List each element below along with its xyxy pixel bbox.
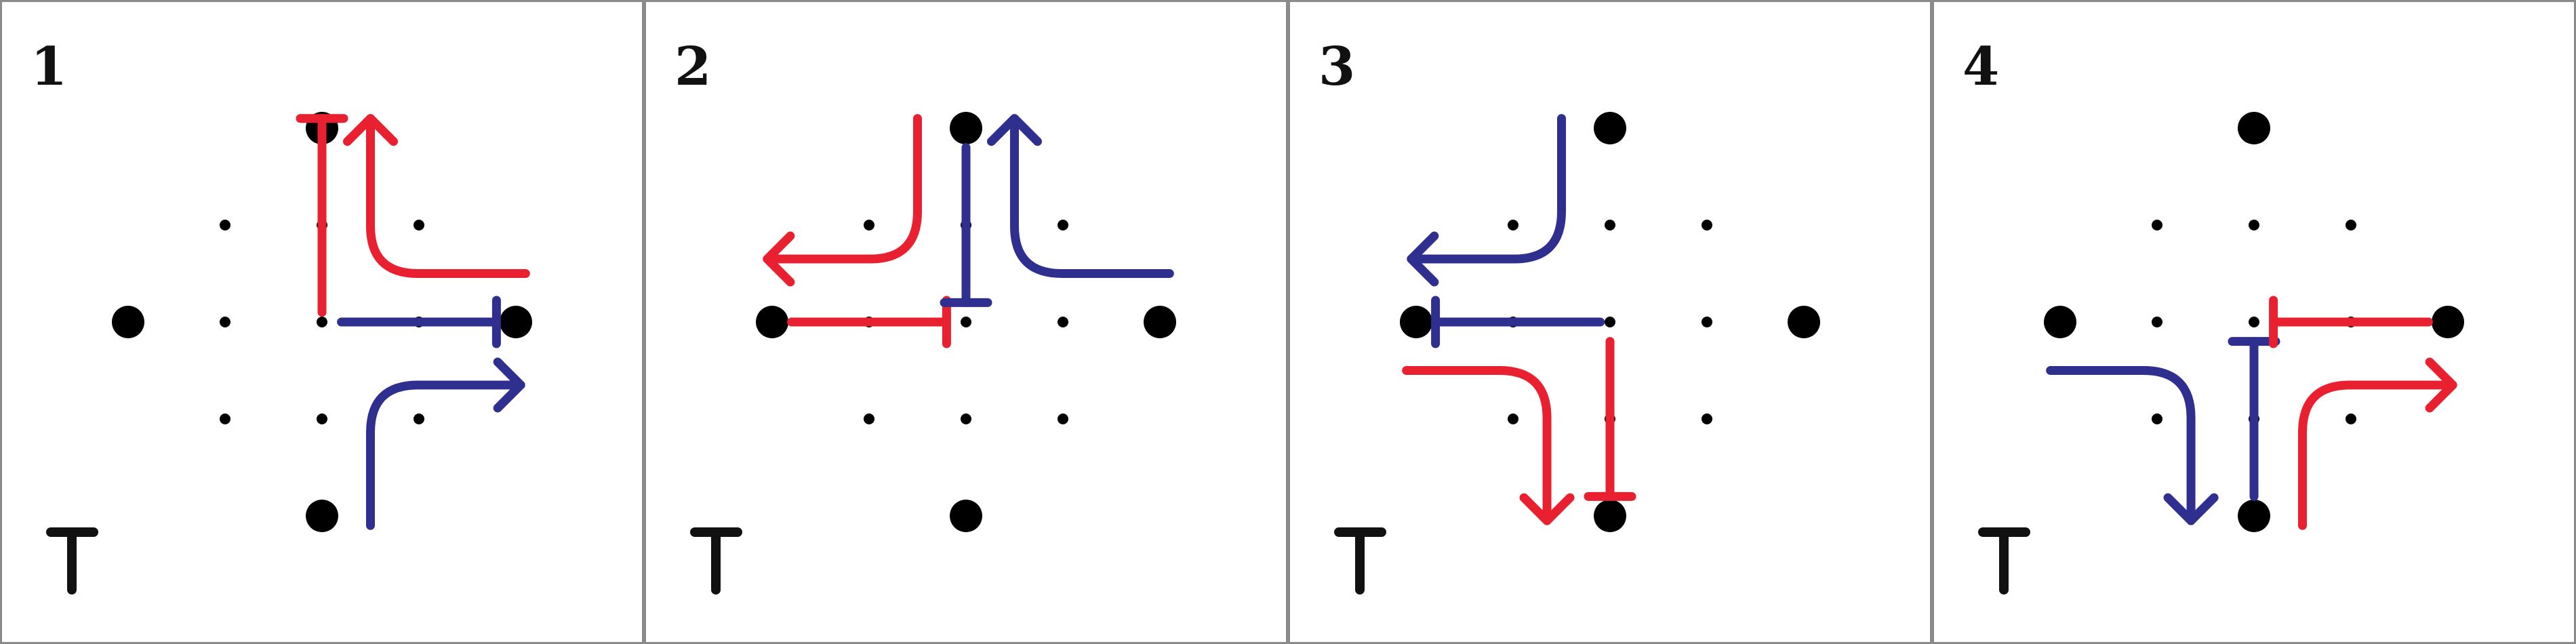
arrowhead-icon — [2425, 357, 2457, 413]
grid-dot — [2152, 220, 2162, 230]
blue-arrow-path — [2046, 366, 2219, 525]
blue-arrow-path — [987, 114, 1174, 278]
red-block-path — [1584, 337, 1636, 501]
t-symbol-icon — [1978, 527, 2030, 595]
grid-dot — [1058, 317, 1068, 327]
panel-1: 1 — [0, 0, 644, 644]
panel-2: 2 — [644, 0, 1288, 644]
red-arrow-path — [2298, 357, 2457, 530]
terminal-dot-right — [2432, 306, 2464, 338]
terminal-dot-left — [2044, 306, 2076, 338]
panel-number: 4 — [1963, 36, 1999, 98]
grid-dot — [1058, 220, 1068, 230]
arrowhead-icon — [763, 231, 795, 287]
terminal-dot-right — [500, 306, 532, 338]
grid-dot — [220, 220, 230, 230]
red-block-path — [787, 296, 951, 348]
arrowhead-icon — [343, 114, 398, 146]
panel-3: 3 — [1288, 0, 1932, 644]
blue-block-path — [1431, 296, 1605, 348]
red-arrow-path — [343, 114, 530, 278]
grid-dot — [1058, 414, 1068, 424]
t-symbol-icon — [1334, 527, 1386, 595]
blue-arrow-path — [366, 357, 525, 530]
arrowhead-icon — [987, 114, 1042, 146]
grid-dot — [1702, 414, 1712, 424]
grid-dot — [1702, 317, 1712, 327]
arrowhead-icon — [2163, 493, 2219, 525]
blue-block-path — [2228, 337, 2280, 501]
blue-arrow-path — [1407, 114, 1566, 287]
red-arrow-path — [763, 114, 922, 287]
grid-dot — [2249, 317, 2259, 327]
blue-block-path — [337, 296, 501, 348]
grid-dot — [317, 414, 327, 424]
grid-dot — [864, 414, 874, 424]
grid-dot — [1605, 220, 1615, 230]
grid-dot — [220, 414, 230, 424]
terminal-dot-top — [2238, 112, 2270, 144]
grid-dot — [1508, 220, 1518, 230]
red-block-path — [2269, 296, 2433, 348]
grid-dot — [2152, 414, 2162, 424]
terminal-dot-bottom — [1594, 500, 1626, 532]
red-arrow-path — [1402, 366, 1575, 525]
terminal-dot-right — [1788, 306, 1820, 338]
arrowhead-icon — [1519, 493, 1575, 525]
grid-dot — [961, 414, 971, 424]
terminal-dot-bottom — [306, 500, 338, 532]
terminal-dot-left — [756, 306, 788, 338]
arrowhead-icon — [493, 357, 525, 413]
grid-dot — [414, 414, 424, 424]
terminal-dot-bottom — [2238, 500, 2270, 532]
panel-number: 3 — [1319, 36, 1355, 98]
grid-dot — [414, 220, 424, 230]
grid-dot — [1702, 220, 1712, 230]
grid-dot — [2152, 317, 2162, 327]
terminal-dot-top — [950, 112, 982, 144]
grid-dot — [1605, 317, 1615, 327]
panel-number: 1 — [31, 36, 67, 98]
arrowhead-icon — [1407, 231, 1439, 287]
terminal-dot-left — [1400, 306, 1432, 338]
terminal-dot-left — [112, 306, 144, 338]
grid-dot — [220, 317, 230, 327]
terminal-dot-bottom — [950, 500, 982, 532]
red-block-path — [296, 114, 348, 317]
grid-dot — [2346, 220, 2356, 230]
t-symbol-icon — [46, 527, 98, 595]
panel-number: 2 — [675, 36, 711, 98]
terminal-dot-top — [1594, 112, 1626, 144]
grid-dot — [2346, 414, 2356, 424]
terminal-dot-right — [1144, 306, 1176, 338]
grid-dot — [961, 317, 971, 327]
grid-dot — [1508, 414, 1518, 424]
panel-4: 4 — [1932, 0, 2576, 644]
grid-dot — [2249, 220, 2259, 230]
grid-dot — [864, 220, 874, 230]
blue-block-path — [940, 143, 992, 307]
grid-dot — [317, 317, 327, 327]
t-symbol-icon — [690, 527, 742, 595]
